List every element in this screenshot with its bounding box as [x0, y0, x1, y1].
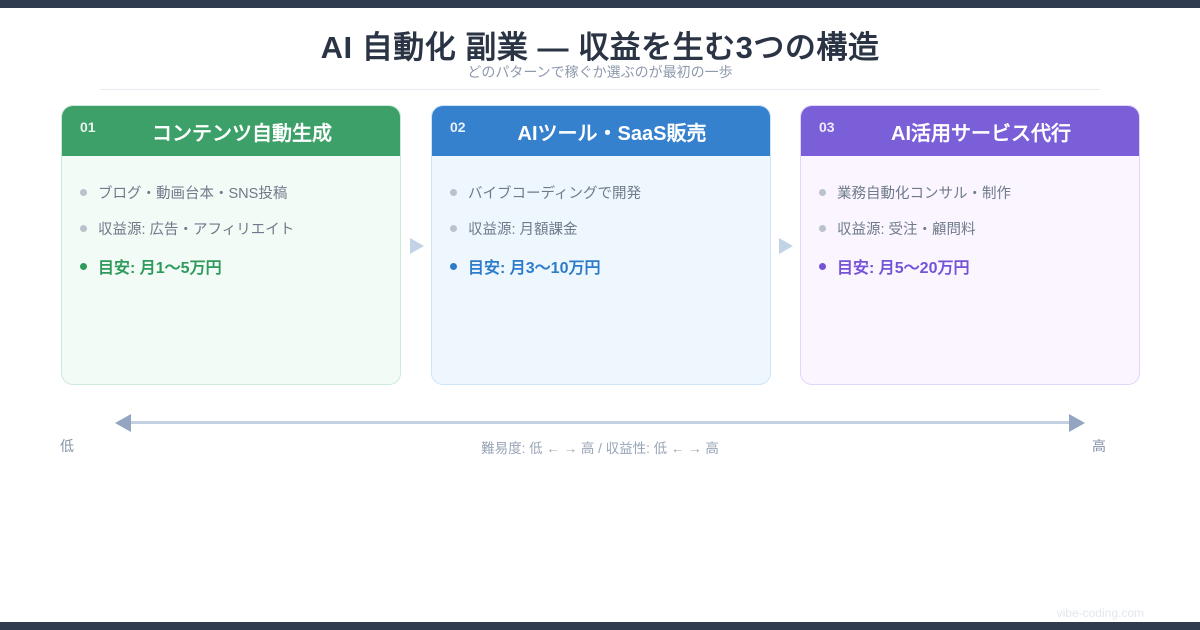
watermark: vibe-coding.com — [1056, 606, 1144, 620]
list-item-label: ブログ・動画台本・SNS投稿 — [98, 185, 288, 202]
list-item-highlight: 目安: 月5〜20万円 — [801, 248, 1139, 284]
list-item-label: 収益源: 月額課金 — [468, 221, 578, 238]
list-item-highlight: 目安: 月3〜10万円 — [432, 248, 770, 284]
estimate-label: 目安: 月1〜5万円 — [98, 260, 222, 277]
list-item-label: 収益源: 受注・顧問料 — [837, 221, 976, 238]
list-item-highlight: 目安: 月1〜5万円 — [62, 248, 400, 284]
card-number-badge: 01 — [80, 119, 96, 135]
axis-label-low: 低 — [60, 438, 74, 454]
top-accent-bar — [0, 0, 1200, 8]
bullet-dot-icon — [819, 262, 826, 270]
list-item: バイブコーディングで開発 — [432, 174, 770, 210]
list-item: 収益源: 受注・顧問料 — [801, 210, 1139, 246]
arrow-right-icon — [779, 238, 793, 254]
bullet-dot-icon — [80, 224, 87, 232]
arrow-right-icon — [410, 238, 424, 254]
card-header: 03 AI活用サービス代行 — [801, 106, 1139, 156]
card-ai-service-agency[interactable]: 03 AI活用サービス代行 業務自動化コンサル・制作 収益源: 受注・顧問料 目… — [800, 105, 1140, 385]
arrow-left-icon — [115, 414, 131, 432]
header-divider — [100, 89, 1100, 90]
card-content-automation[interactable]: 01 コンテンツ自動生成 ブログ・動画台本・SNS投稿 収益源: 広告・アフィリ… — [61, 105, 401, 385]
card-header: 01 コンテンツ自動生成 — [62, 106, 400, 156]
list-item-label: バイブコーディングで開発 — [468, 185, 641, 202]
axis-caption: 難易度: 低 ← → 高 / 収益性: 低 ← → 高 — [481, 441, 719, 456]
bottom-accent-bar — [0, 622, 1200, 630]
axis-line — [131, 421, 1069, 424]
list-item: 業務自動化コンサル・制作 — [801, 174, 1139, 210]
card-number-badge: 02 — [450, 119, 466, 135]
card-title: AIツール・SaaS販売 — [517, 122, 707, 145]
bullet-dot-icon — [450, 262, 457, 270]
estimate-label: 目安: 月3〜10万円 — [468, 260, 601, 277]
card-title: コンテンツ自動生成 — [152, 122, 332, 145]
list-item-label: 収益源: 広告・アフィリエイト — [98, 221, 295, 238]
card-group: 01 コンテンツ自動生成 ブログ・動画台本・SNS投稿 収益源: 広告・アフィリ… — [61, 105, 1140, 386]
page-subtitle: どのパターンで稼ぐか選ぶのが最初の一歩 — [467, 64, 733, 80]
estimate-label: 目安: 月5〜20万円 — [837, 260, 970, 277]
card-body: ブログ・動画台本・SNS投稿 収益源: 広告・アフィリエイト 目安: 月1〜5万… — [62, 156, 400, 284]
list-item-label: 業務自動化コンサル・制作 — [837, 185, 1011, 202]
bullet-dot-icon — [80, 188, 87, 196]
card-title: AI活用サービス代行 — [891, 122, 1071, 145]
card-body: 業務自動化コンサル・制作 収益源: 受注・顧問料 目安: 月5〜20万円 — [801, 156, 1139, 284]
axis-label-high: 高 — [1092, 438, 1106, 454]
bullet-dot-icon — [80, 262, 87, 270]
list-item: 収益源: 広告・アフィリエイト — [62, 210, 400, 246]
bullet-dot-icon — [450, 224, 457, 232]
bullet-dot-icon — [819, 224, 826, 232]
card-body: バイブコーディングで開発 収益源: 月額課金 目安: 月3〜10万円 — [432, 156, 770, 284]
list-item: 収益源: 月額課金 — [432, 210, 770, 246]
bullet-dot-icon — [450, 188, 457, 196]
list-item: ブログ・動画台本・SNS投稿 — [62, 174, 400, 210]
card-header: 02 AIツール・SaaS販売 — [432, 106, 770, 156]
card-ai-tool-saas[interactable]: 02 AIツール・SaaS販売 バイブコーディングで開発 収益源: 月額課金 目… — [431, 105, 771, 385]
page-title: AI 自動化 副業 — 収益を生む3つの構造 — [320, 30, 880, 65]
scale-axis — [115, 414, 1085, 432]
card-number-badge: 03 — [819, 119, 835, 135]
bullet-dot-icon — [819, 188, 826, 196]
arrow-right-icon — [1069, 414, 1085, 432]
